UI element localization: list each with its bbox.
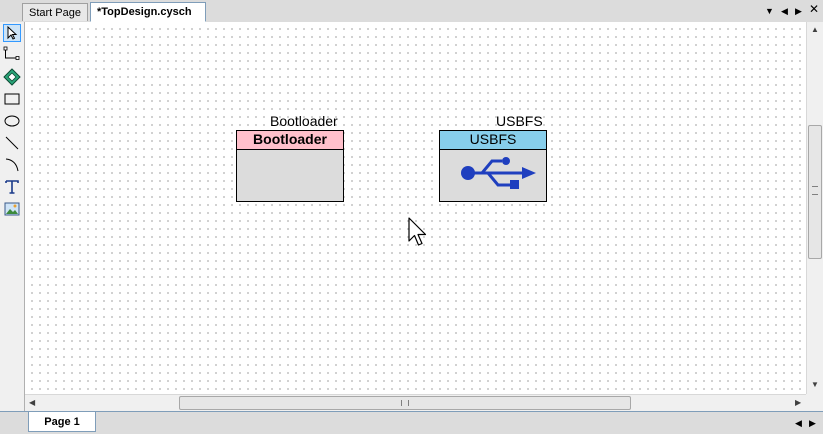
tab-list-dropdown-icon[interactable]: ▼ [765,6,774,16]
scroll-up-icon[interactable]: ▲ [811,25,819,34]
scroll-down-icon[interactable]: ▼ [811,380,819,389]
tab-start-page[interactable]: Start Page [22,3,88,21]
horizontal-scroll-thumb[interactable] [179,396,631,410]
bootloader-instance-label: Bootloader [270,113,338,129]
rectangle-icon[interactable] [3,90,21,108]
page-tab-strip: Page 1 ◀ ▶ [0,411,823,434]
arc-icon[interactable] [3,156,21,174]
usb-icon [458,153,538,193]
grip-icon [812,186,818,195]
image-icon[interactable] [3,200,21,218]
bootloader-component[interactable]: Bootloader [236,130,344,202]
scroll-left-icon[interactable]: ◀ [29,398,36,407]
tab-topdesign[interactable]: *TopDesign.cysch [90,2,206,22]
pointer-icon[interactable] [3,24,21,42]
text-icon[interactable] [3,178,21,196]
page-scroll-left-icon[interactable]: ◀ [795,418,802,428]
schematic-canvas[interactable]: Bootloader Bootloader USBFS USBFS [25,22,806,394]
scrollbar-corner [806,394,823,411]
line-icon[interactable] [3,134,21,152]
vertical-scrollbar[interactable]: ▲ ▼ [806,22,823,394]
vertical-scroll-thumb[interactable] [808,125,822,259]
scroll-right-icon[interactable]: ▶ [795,398,802,407]
page-scroll-right-icon[interactable]: ▶ [809,418,816,428]
horizontal-scrollbar[interactable]: ◀ ▶ [25,394,806,412]
usbfs-component-title: USBFS [440,131,546,150]
grip-icon [401,400,409,406]
usbfs-component[interactable]: USBFS [439,130,547,202]
wire-icon[interactable] [3,46,21,64]
document-tab-strip: Start Page *TopDesign.cysch ▼ ◀ ▶ ✕ [0,0,823,23]
bootloader-component-title: Bootloader [237,131,343,150]
tab-page-1[interactable]: Page 1 [28,412,96,432]
close-icon[interactable]: ✕ [809,2,820,16]
tab-scroll-right-icon[interactable]: ▶ [795,6,802,16]
schematic-toolbox [0,22,25,411]
usbfs-instance-label: USBFS [496,113,543,129]
mouse-cursor-icon [408,217,430,249]
ellipse-icon[interactable] [3,112,21,130]
tab-scroll-left-icon[interactable]: ◀ [781,6,788,16]
component-icon[interactable] [3,68,21,86]
